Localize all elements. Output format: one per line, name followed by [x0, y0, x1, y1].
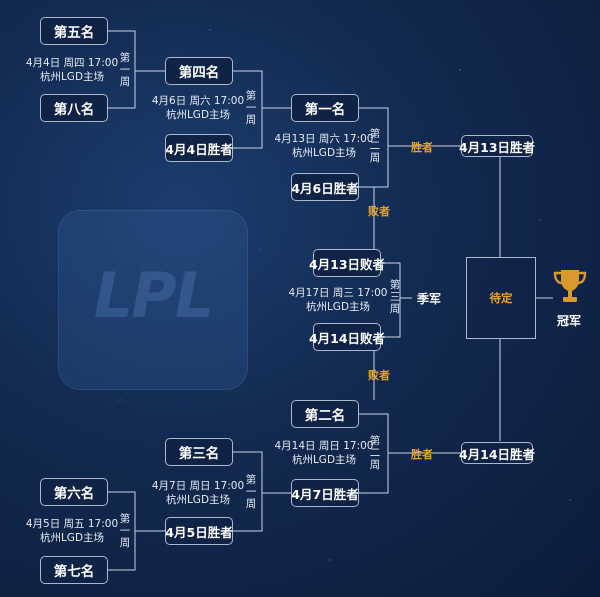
- loser-label-bottom: 败者: [368, 369, 390, 382]
- match-info-apr17: 4月17日 周三 17:00 杭州LGD主场: [278, 286, 398, 314]
- match-venue: 杭州LGD主场: [165, 109, 231, 121]
- match-info-apr13: 4月13日 周六 17:00 杭州LGD主场: [262, 132, 386, 160]
- match-time: 4月7日 周日 17:00: [151, 480, 245, 492]
- match-time: 4月17日 周三 17:00: [288, 287, 388, 299]
- slot-sixth-place: 第六名: [40, 478, 108, 506]
- match-venue: 杭州LGD主场: [291, 147, 357, 159]
- round-label: 第二周: [369, 128, 381, 164]
- loser-label-top: 败者: [368, 205, 390, 218]
- champion-label: 冠军: [557, 314, 582, 328]
- match-venue: 杭州LGD主场: [291, 454, 357, 466]
- round-label: 第一周: [245, 90, 257, 126]
- match-venue: 杭州LGD主场: [165, 494, 231, 506]
- match-venue: 杭州LGD主场: [305, 301, 371, 313]
- slot-second-place: 第二名: [291, 400, 359, 428]
- match-info-apr5: 4月5日 周五 17:00 杭州LGD主场: [14, 517, 130, 545]
- match-venue: 杭州LGD主场: [39, 71, 105, 83]
- slot-first-place: 第一名: [291, 94, 359, 122]
- slot-apr5-winner: 4月5日胜者: [165, 517, 233, 545]
- round-label: 第二周: [369, 435, 381, 471]
- match-info-apr4: 4月4日 周四 17:00 杭州LGD主场: [14, 56, 130, 84]
- slot-apr13-loser: 4月13日败者: [309, 249, 385, 277]
- slot-apr13-winner: 4月13日胜者: [459, 135, 535, 157]
- lpl-logo-text: LPL: [93, 259, 214, 332]
- round-label: 第一周: [245, 474, 257, 510]
- third-place-label: 季军: [417, 292, 442, 306]
- slot-apr4-winner: 4月4日胜者: [165, 134, 233, 162]
- match-time: 4月6日 周六 17:00: [151, 95, 245, 107]
- slot-third-place: 第三名: [165, 438, 233, 466]
- slot-apr6-winner: 4月6日胜者: [291, 173, 359, 201]
- slot-apr14-loser: 4月14日败者: [309, 323, 385, 351]
- trophy-icon: [553, 270, 587, 302]
- slot-apr7-winner: 4月7日胜者: [291, 479, 359, 507]
- slot-eighth-place: 第八名: [40, 94, 108, 122]
- match-info-apr7: 4月7日 周日 17:00 杭州LGD主场: [140, 479, 256, 507]
- round-label: 第一周: [119, 52, 131, 88]
- round-label: 第一周: [119, 513, 131, 549]
- match-venue: 杭州LGD主场: [39, 532, 105, 544]
- slot-fourth-place: 第四名: [165, 57, 233, 85]
- match-time: 4月13日 周六 17:00: [274, 133, 374, 145]
- winner-label-bottom: 胜者: [411, 448, 433, 461]
- match-info-apr14: 4月14日 周日 17:00 杭州LGD主场: [262, 439, 386, 467]
- slot-fifth-place: 第五名: [40, 17, 108, 45]
- match-time: 4月14日 周日 17:00: [274, 440, 374, 452]
- match-info-apr6: 4月6日 周六 17:00 杭州LGD主场: [140, 94, 256, 122]
- round-label: 第三周: [389, 279, 401, 315]
- match-time: 4月4日 周四 17:00: [25, 57, 119, 69]
- match-time: 4月5日 周五 17:00: [25, 518, 119, 530]
- final-pending-box: 待定: [466, 257, 536, 339]
- lpl-logo-watermark: LPL: [58, 210, 248, 390]
- slot-seventh-place: 第七名: [40, 556, 108, 584]
- winner-label-top: 胜者: [411, 141, 433, 154]
- slot-apr14-winner: 4月14日胜者: [459, 442, 535, 464]
